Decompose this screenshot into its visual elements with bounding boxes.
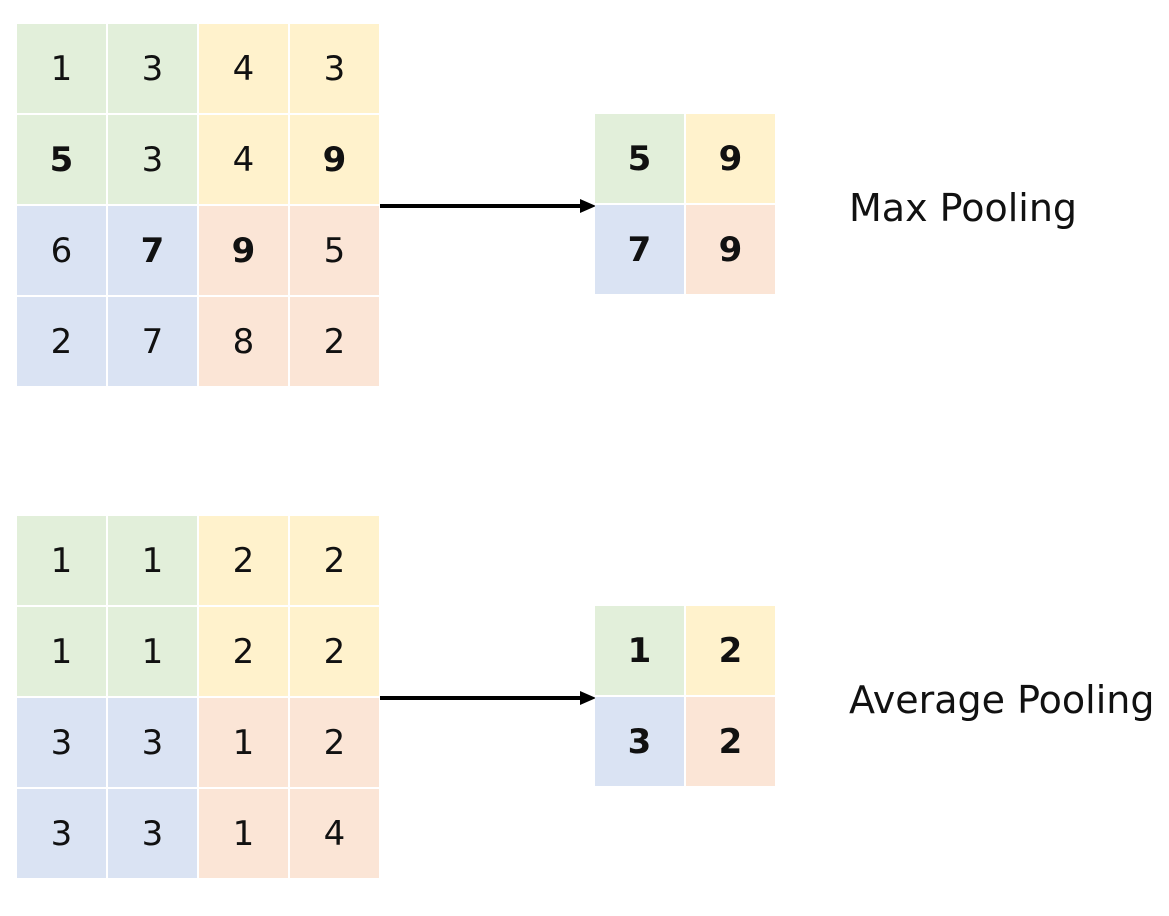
output-cell: 5 <box>595 114 684 203</box>
input-cell: 3 <box>108 698 197 787</box>
input-cell: 3 <box>108 115 197 204</box>
input-cell: 1 <box>108 516 197 605</box>
input-cell: 3 <box>17 789 106 878</box>
input-cell: 7 <box>108 297 197 386</box>
average-pooling-label: Average Pooling <box>849 678 1155 722</box>
max-pooling-label: Max Pooling <box>849 186 1078 230</box>
arrow-right-icon <box>380 691 596 705</box>
input-cell: 5 <box>290 206 379 295</box>
output-cell: 2 <box>686 606 775 695</box>
output-cell: 9 <box>686 205 775 294</box>
input-cell: 1 <box>108 607 197 696</box>
input-cell: 2 <box>290 698 379 787</box>
input-cell: 3 <box>17 698 106 787</box>
input-cell: 2 <box>290 516 379 605</box>
input-cell: 9 <box>199 206 288 295</box>
input-cell: 3 <box>290 24 379 113</box>
output-cell: 3 <box>595 697 684 786</box>
input-cell: 7 <box>108 206 197 295</box>
input-cell: 4 <box>199 24 288 113</box>
output-cell: 9 <box>686 114 775 203</box>
input-cell: 9 <box>290 115 379 204</box>
input-cell: 2 <box>199 607 288 696</box>
input-cell: 4 <box>290 789 379 878</box>
input-cell: 1 <box>17 516 106 605</box>
input-cell: 5 <box>17 115 106 204</box>
output-cell: 7 <box>595 205 684 294</box>
input-cell: 4 <box>199 115 288 204</box>
input-cell: 6 <box>17 206 106 295</box>
input-cell: 8 <box>199 297 288 386</box>
output-cell: 1 <box>595 606 684 695</box>
input-cell: 1 <box>199 698 288 787</box>
input-cell: 3 <box>108 789 197 878</box>
arrow-right-icon <box>380 199 596 213</box>
input-cell: 2 <box>290 297 379 386</box>
input-cell: 2 <box>199 516 288 605</box>
output-cell: 2 <box>686 697 775 786</box>
input-cell: 2 <box>17 297 106 386</box>
input-cell: 2 <box>290 607 379 696</box>
input-cell: 1 <box>17 607 106 696</box>
input-cell: 3 <box>108 24 197 113</box>
input-cell: 1 <box>199 789 288 878</box>
input-cell: 1 <box>17 24 106 113</box>
